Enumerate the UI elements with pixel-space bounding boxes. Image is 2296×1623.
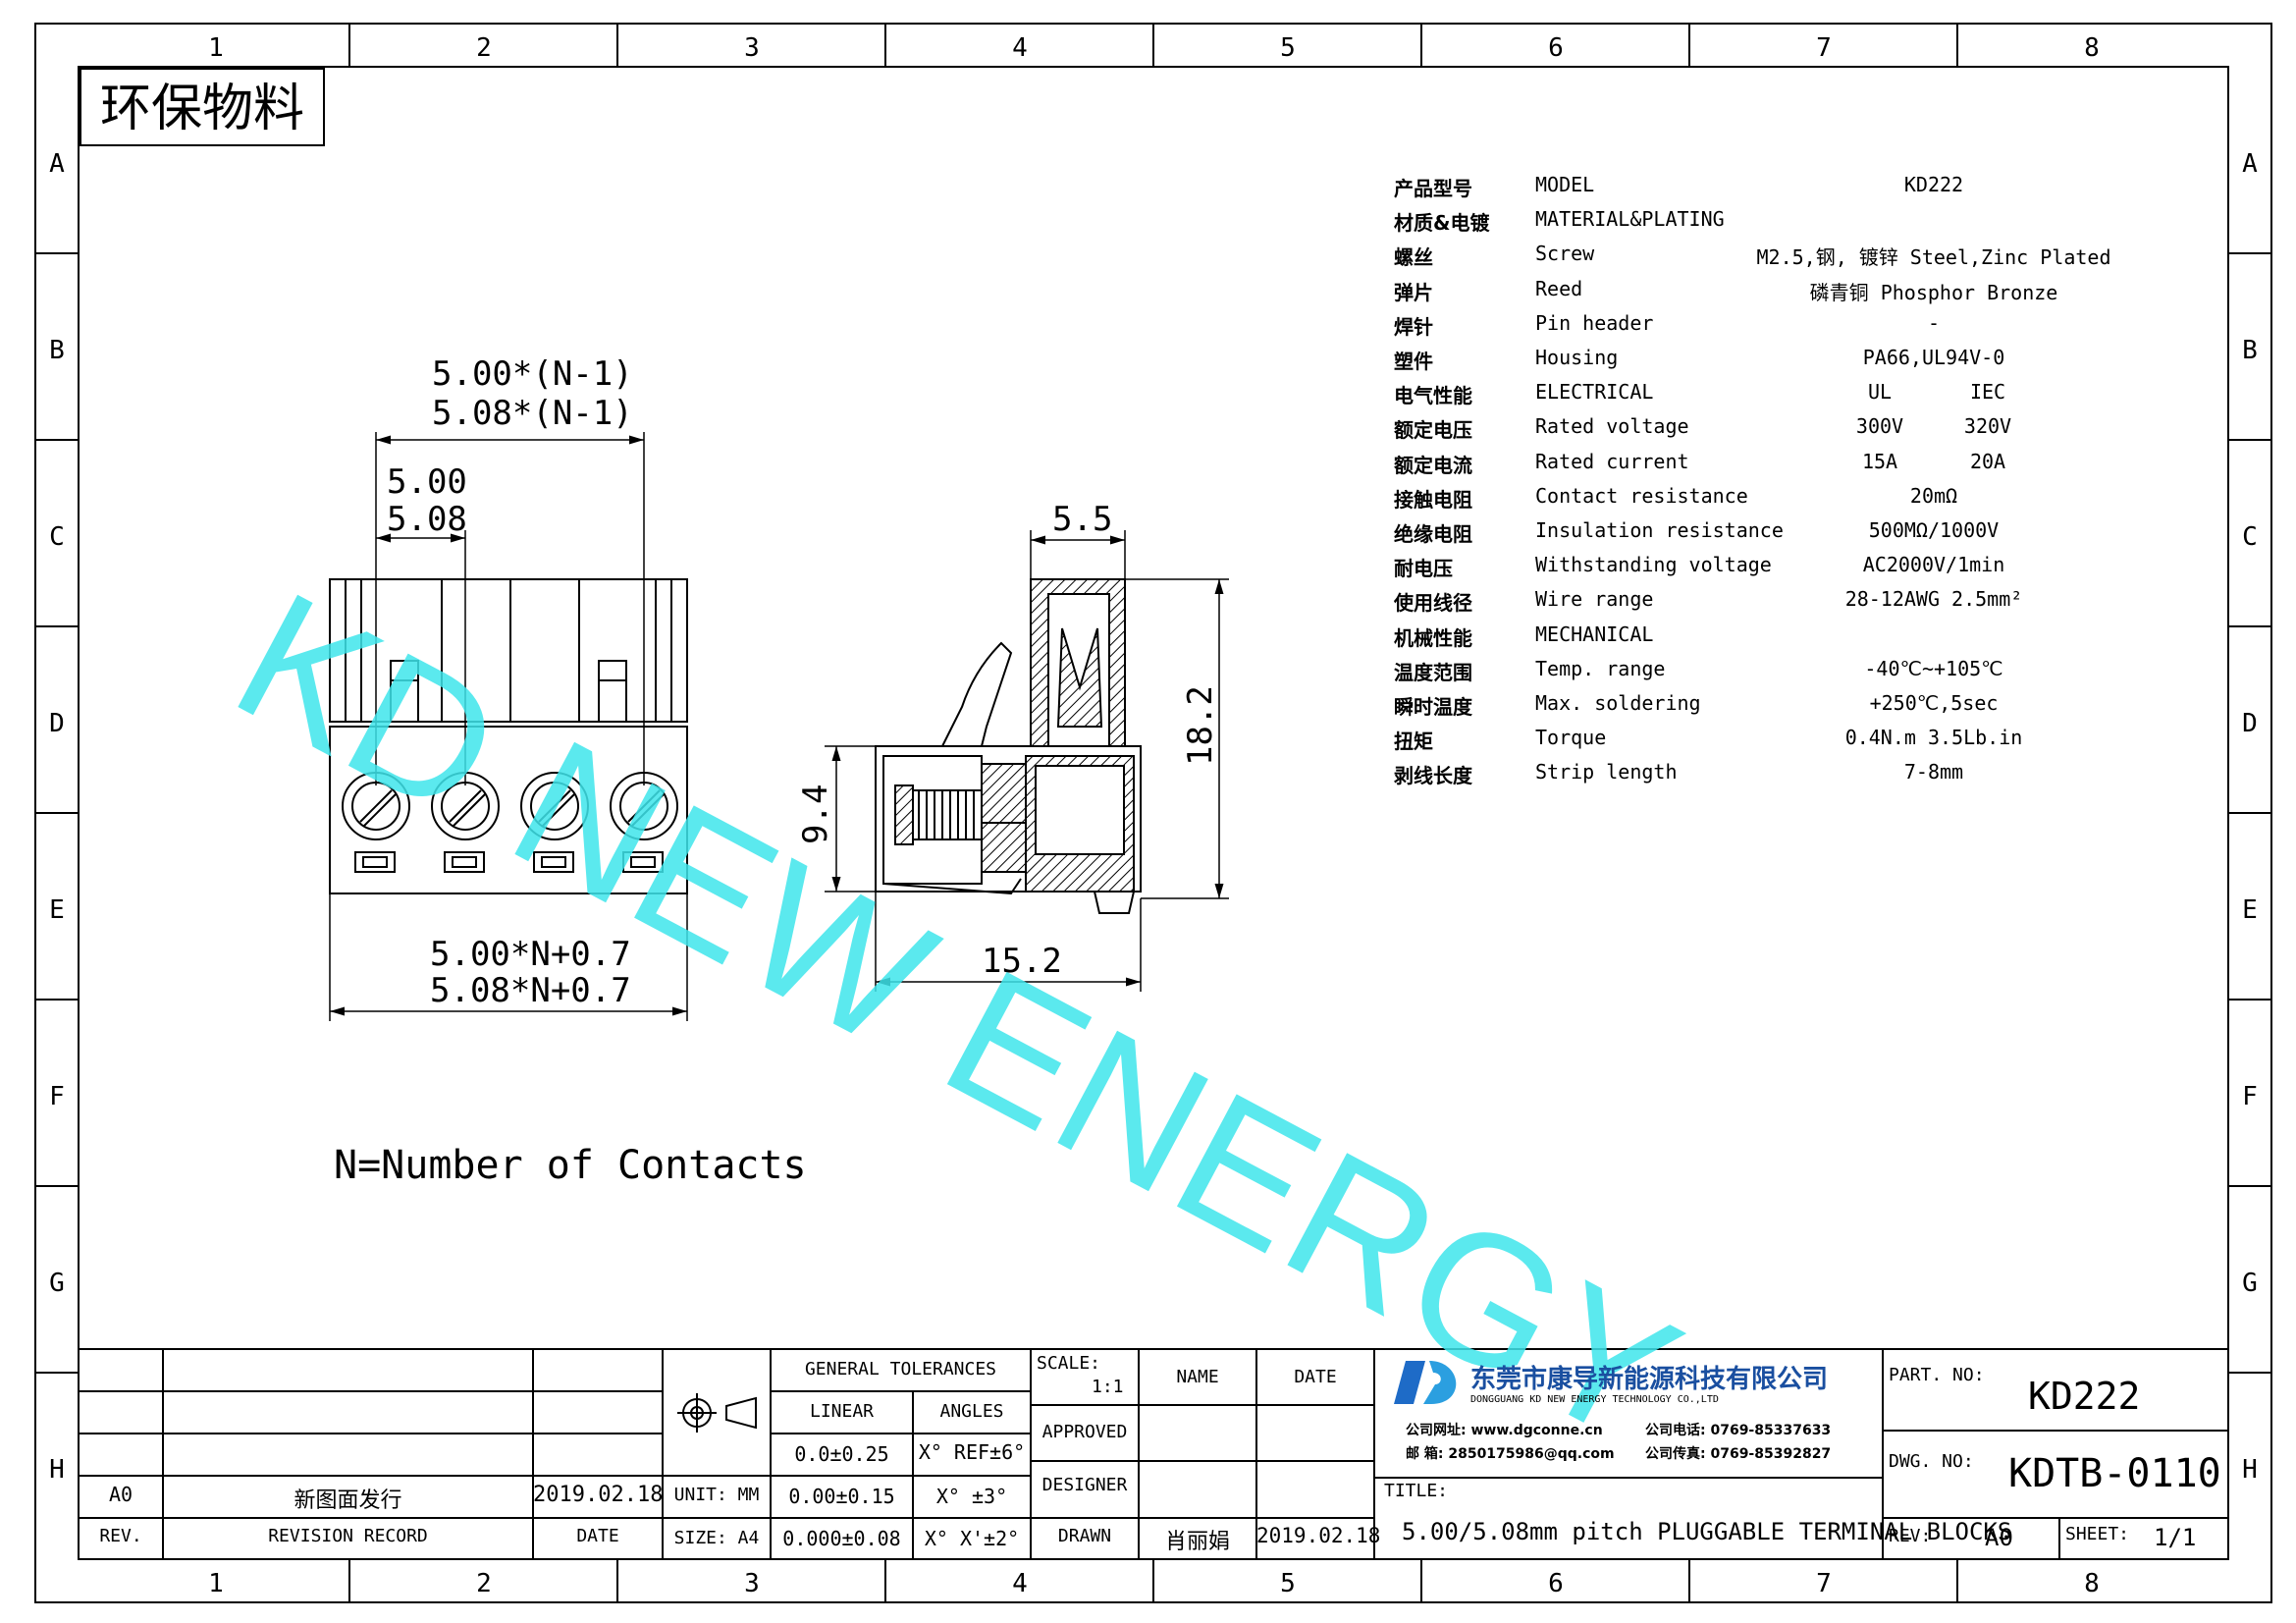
angle-tol-1: X° REF±6°: [918, 1440, 1026, 1464]
row-label: H: [2242, 1455, 2258, 1485]
row-label: E: [2242, 895, 2258, 925]
size: SIZE: A4: [673, 1528, 760, 1548]
unit: UNIT: MM: [673, 1485, 760, 1505]
row-label: E: [49, 895, 65, 925]
rev-date: 2019.02.18: [533, 1483, 664, 1507]
col-label: 8: [2084, 1569, 2100, 1598]
date-label: DATE: [576, 1526, 619, 1546]
zone-labels: 1 2 3 4 5 6 7 8 1 2 3 4 5 6 7 8 A B C D …: [49, 33, 2258, 1598]
projection-symbol: [677, 1393, 757, 1433]
row-label: A: [49, 149, 65, 179]
col-label: 8: [2084, 33, 2100, 63]
scale-value: 1:1: [1092, 1377, 1124, 1397]
dim-side-left: 9.4: [796, 784, 835, 844]
row-label: H: [49, 1455, 65, 1485]
col-label: 4: [1012, 1569, 1028, 1598]
col-label: 7: [1816, 1569, 1832, 1598]
sheet-label: SHEET:: [2065, 1524, 2130, 1544]
stamp-text: 环保物料: [100, 80, 304, 138]
tolerance-2: 0.00±0.15: [788, 1485, 895, 1508]
dim-pitch-500: 5.00: [387, 462, 467, 502]
col-label: 7: [1816, 33, 1832, 63]
general-tolerances: GENERAL TOLERANCES: [804, 1359, 997, 1380]
company-logo: [1394, 1361, 1457, 1404]
angle-tol-3: X° X'±2°: [924, 1527, 1020, 1550]
tolerance-3: 0.000±0.08: [782, 1527, 901, 1550]
col-label: 6: [1548, 33, 1564, 63]
approved-label: APPROVED: [1041, 1422, 1128, 1442]
dwg-no-label: DWG. NO:: [1889, 1451, 1974, 1472]
sheet-value: 1/1: [2154, 1524, 2197, 1551]
rev-value: A0: [1985, 1524, 2013, 1551]
drawn-name: 肖丽娟: [1164, 1530, 1230, 1554]
company-phone: 公司电话: 0769-85337633: [1645, 1423, 1832, 1438]
row-label: G: [49, 1269, 65, 1298]
dim-total-500: 5.00*N+0.7: [430, 935, 631, 974]
designer-label: DESIGNER: [1041, 1475, 1128, 1495]
part-no-label: PART. NO:: [1889, 1365, 1985, 1385]
drawn-date: 2019.02.18: [1256, 1524, 1381, 1547]
eco-material-stamp: 环保物料: [80, 68, 325, 146]
col-label: 1: [208, 33, 224, 63]
drawn-label: DRAWN: [1057, 1526, 1112, 1546]
col-label: 2: [476, 1569, 492, 1598]
title-block: [78, 1348, 2229, 1560]
dim-side-height: 18.2: [1181, 685, 1220, 766]
scale-label: SCALE:: [1037, 1353, 1101, 1374]
row-label: G: [2242, 1269, 2258, 1298]
dim-n1-500: 5.00*(N-1): [432, 354, 633, 394]
row-label: C: [49, 522, 65, 552]
name-label: NAME: [1176, 1367, 1219, 1387]
title-label: TITLE:: [1384, 1481, 1449, 1501]
col-label: 6: [1548, 1569, 1564, 1598]
rev-code: A0: [108, 1483, 133, 1506]
dim-side-bottom: 15.2: [982, 942, 1062, 981]
part-no: KD222: [2028, 1375, 2141, 1418]
rev-record: 新图面发行: [294, 1488, 402, 1513]
company-name-en: DONGGUANG KD NEW ENERGY TECHNOLOGY CO.,L…: [1470, 1394, 1719, 1405]
row-label: A: [2242, 149, 2258, 179]
dim-pitch-508: 5.08: [387, 500, 467, 539]
col-label: 1: [208, 1569, 224, 1598]
col-label: 5: [1280, 33, 1296, 63]
dim-total-508: 5.08*N+0.7: [430, 971, 631, 1010]
col-label: 3: [744, 1569, 760, 1598]
date-label-2: DATE: [1294, 1367, 1337, 1387]
front-view-dimensions: [329, 432, 688, 1021]
col-label: 4: [1012, 33, 1028, 63]
angle-tol-2: X° ±3°: [935, 1485, 1008, 1508]
linear-label: LINEAR: [809, 1401, 875, 1422]
col-label: 3: [744, 33, 760, 63]
row-label: D: [2242, 709, 2258, 738]
dim-side-top: 5.5: [1052, 500, 1112, 539]
row-label: F: [2242, 1082, 2258, 1111]
drawing-title: 5.00/5.08mm pitch PLUGGABLE TERMINAL BLO…: [1402, 1518, 2012, 1545]
col-label: 5: [1280, 1569, 1296, 1598]
company-name-cn: 东莞市康导新能源科技有限公司: [1470, 1365, 1829, 1394]
row-label: C: [2242, 522, 2258, 552]
company-fax: 公司传真: 0769-85392827: [1645, 1446, 1832, 1462]
revision-record-label: REVISION RECORD: [268, 1526, 428, 1546]
rev-label-2: REV:: [1889, 1526, 1932, 1546]
row-label: B: [2242, 336, 2258, 365]
dim-n1-508: 5.08*(N-1): [432, 394, 633, 433]
side-view-dimensions: [825, 530, 1229, 992]
row-label: B: [49, 336, 65, 365]
dwg-no: KDTB-0110: [2008, 1451, 2221, 1496]
contacts-note: N=Number of Contacts: [334, 1143, 807, 1188]
row-label: F: [49, 1082, 65, 1111]
company-website: 公司网址: www.dgconne.cn: [1406, 1423, 1603, 1438]
side-view: [875, 578, 1142, 914]
angles-label: ANGLES: [939, 1401, 1004, 1422]
col-label: 2: [476, 33, 492, 63]
tolerance-1: 0.0±0.25: [794, 1442, 889, 1466]
rev-label: REV.: [99, 1526, 142, 1546]
company-email: 邮 箱: 2850175986@qq.com: [1406, 1446, 1615, 1462]
row-label: D: [49, 709, 65, 738]
